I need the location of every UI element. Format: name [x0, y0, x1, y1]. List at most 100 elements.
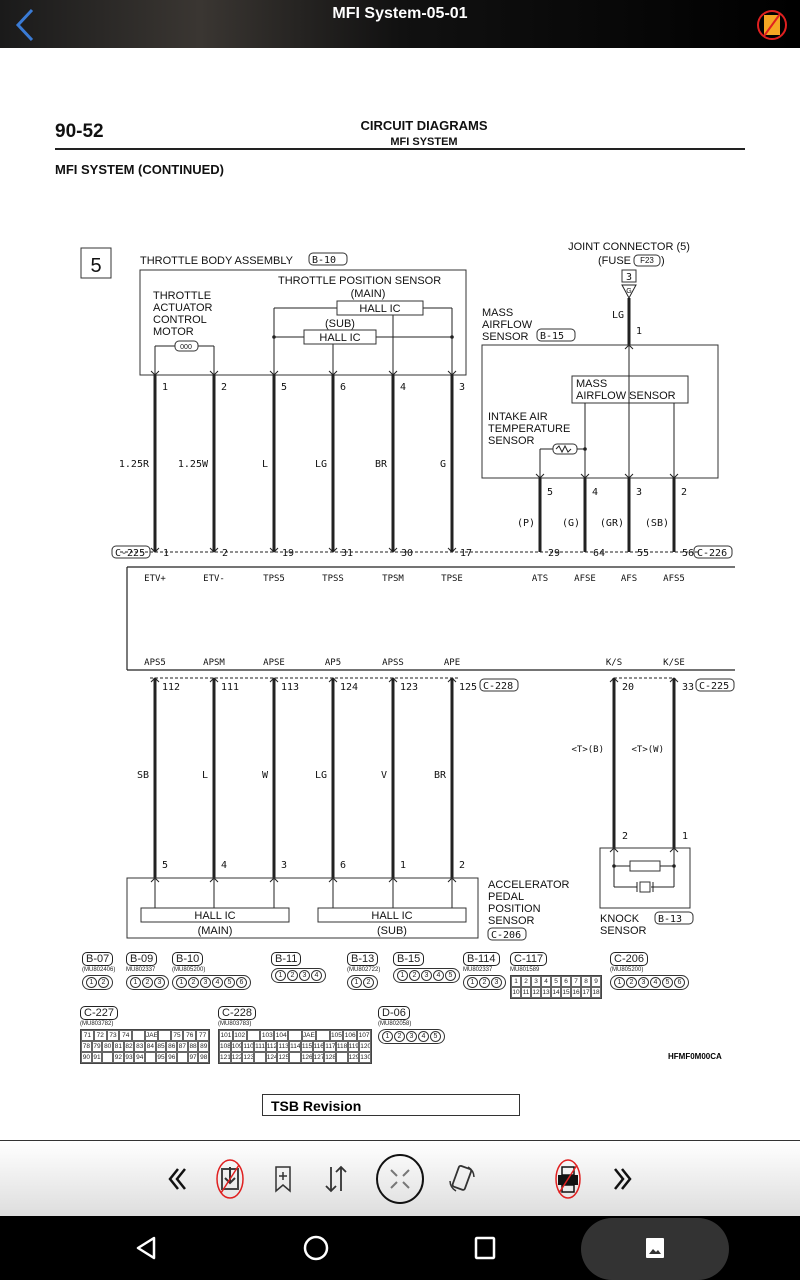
- fit-screen-icon[interactable]: [374, 1153, 426, 1205]
- wire-color-label: 1.25R: [119, 459, 150, 470]
- download-disabled-icon[interactable]: [206, 1155, 254, 1203]
- wire-color-label: <T>(W): [631, 745, 664, 755]
- pin: 82: [123, 1041, 135, 1052]
- maf-label: AIRFLOW: [482, 319, 533, 331]
- image-icon[interactable]: [637, 1230, 673, 1266]
- tsb-revision-link[interactable]: TSB Revision: [262, 1094, 520, 1116]
- ecu-signal: APSE: [263, 658, 285, 668]
- pin: 102: [232, 1030, 247, 1041]
- part-number: (MU802722): [347, 967, 381, 973]
- pin: 128: [324, 1052, 336, 1063]
- pin: 92: [113, 1052, 124, 1063]
- terminal-mark: [209, 547, 219, 553]
- pin: 78: [81, 1041, 92, 1052]
- terminal-mark: [669, 473, 679, 479]
- folder-disabled-icon[interactable]: [756, 8, 788, 42]
- nav-back-icon[interactable]: [128, 1230, 164, 1266]
- back-icon[interactable]: [10, 8, 38, 42]
- iat-label: TEMPERATURE: [488, 423, 570, 435]
- knock-label: SENSOR: [600, 925, 647, 937]
- motor-coil: [174, 340, 199, 352]
- connector-pin: 5: [547, 487, 553, 498]
- wire-color-label: LG: [315, 459, 327, 470]
- pin: 83: [134, 1041, 146, 1052]
- pin: 2: [394, 1031, 405, 1042]
- knock-crystal: [639, 881, 651, 893]
- connector-id: D-06: [378, 1006, 410, 1020]
- pin: 118: [335, 1041, 348, 1052]
- app-hall-main-label: HALL IC: [194, 910, 235, 922]
- sort-scroll-icon[interactable]: [312, 1155, 360, 1203]
- last-page-icon[interactable]: [598, 1155, 646, 1203]
- nav-recents-icon[interactable]: [467, 1230, 503, 1266]
- app-main-label: (MAIN): [198, 925, 233, 937]
- pin: 125: [277, 1052, 290, 1063]
- bottom-toolbar: [0, 1140, 800, 1217]
- pin: 119: [347, 1041, 360, 1052]
- rotate-icon[interactable]: [438, 1155, 486, 1203]
- connector-pin: 5: [281, 382, 287, 393]
- pin: 3: [299, 970, 310, 981]
- pin: [157, 1030, 171, 1041]
- ecu-signal: TPSE: [441, 574, 463, 584]
- pin: 15: [561, 987, 571, 998]
- app-label: PEDAL: [488, 891, 524, 903]
- pin: 14: [551, 987, 561, 998]
- pin: 115: [300, 1041, 313, 1052]
- pin: 96: [166, 1052, 178, 1063]
- pin: 103: [260, 1030, 275, 1041]
- nav-home-icon[interactable]: [298, 1230, 334, 1266]
- pin: 123: [242, 1052, 255, 1063]
- pin: 1: [511, 976, 521, 987]
- terminal-mark: [624, 473, 634, 479]
- wire-color-label: <T>(B): [571, 745, 604, 755]
- joint-pin-box: [621, 269, 637, 283]
- hall-ic-sub-box: [303, 329, 377, 345]
- pin: 18: [591, 987, 601, 998]
- first-page-icon[interactable]: [154, 1155, 202, 1203]
- connector-id: B-10: [172, 952, 204, 966]
- diagram-number-box: [80, 247, 112, 279]
- pin: 74: [119, 1030, 133, 1041]
- maf-label: SENSOR: [482, 331, 529, 343]
- wire-color-label: V: [381, 770, 387, 781]
- add-bookmark-icon[interactable]: [259, 1155, 307, 1203]
- pin: 3: [421, 970, 432, 981]
- document-page[interactable]: [0, 48, 800, 1140]
- pin: [102, 1052, 114, 1063]
- pin: 86: [166, 1041, 178, 1052]
- maf-label: MASS: [482, 307, 513, 319]
- ecu-pin: 111: [221, 682, 239, 693]
- connector-pin: 4: [221, 860, 227, 871]
- motor-coil-icon: 000: [180, 344, 192, 351]
- maf-connector-tag-frame: [536, 328, 576, 342]
- maf-connector-tag: B-15: [540, 331, 564, 342]
- pin: 77: [196, 1030, 209, 1041]
- app-box: [126, 877, 479, 939]
- knock-label: KNOCK: [600, 913, 640, 925]
- fuse-suffix: ): [661, 255, 665, 267]
- ecu-connector-tag-c226-frame: [693, 545, 733, 559]
- ecu-pin: 64: [593, 548, 605, 559]
- pin: 2: [521, 976, 531, 987]
- wire-color-label: (GR): [600, 518, 624, 529]
- knock-box: [599, 847, 691, 909]
- ecu-pin: 113: [281, 682, 299, 693]
- print-disabled-icon[interactable]: [544, 1155, 592, 1203]
- pin: [145, 1052, 156, 1063]
- tps-sub-label: (SUB): [325, 318, 355, 330]
- connector-id: B-09: [126, 952, 158, 966]
- connector-pin: 3: [459, 382, 465, 393]
- app-label: SENSOR: [488, 915, 535, 927]
- ecu-pin: 56: [682, 548, 694, 559]
- pin: 3: [200, 977, 211, 988]
- ecu-pin: 123: [400, 682, 418, 693]
- pin: 5: [551, 976, 561, 987]
